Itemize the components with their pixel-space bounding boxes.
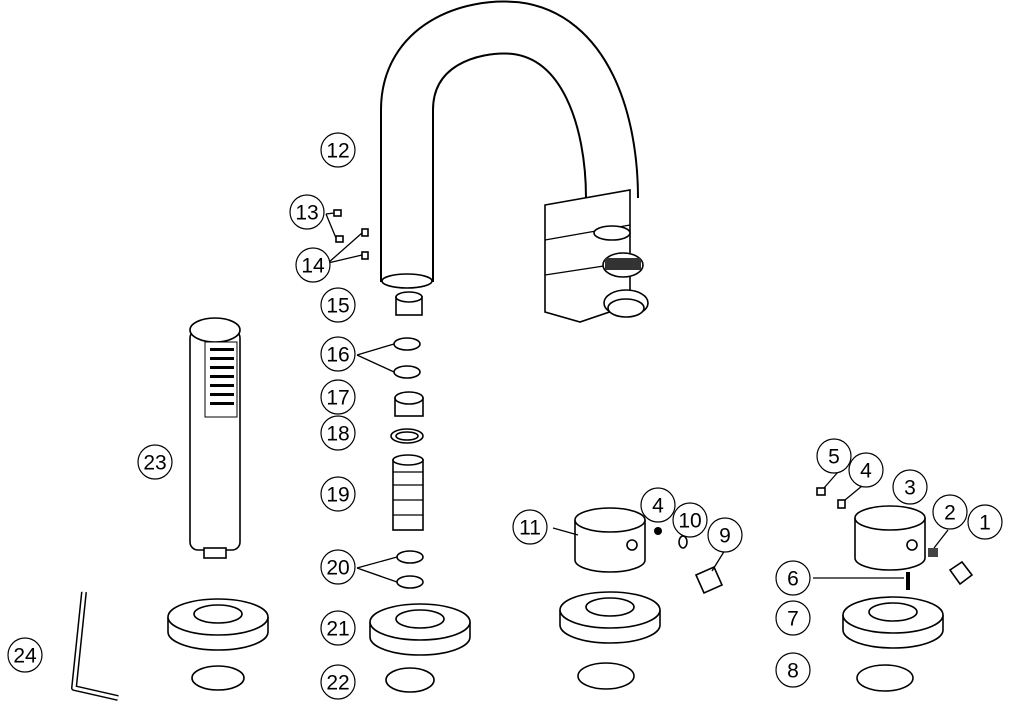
callout-24: 24 [7,637,43,673]
callout-circle [932,494,968,530]
callout-label: 15 [326,295,349,318]
callout-label: 24 [13,645,37,668]
callout-label: 13 [295,202,318,225]
callout-15: 15 [320,287,356,323]
callout-label: 17 [326,387,349,410]
base-flanges [167,591,944,693]
callout-1: 1 [967,504,1003,540]
callout-8: 8 [775,652,811,688]
callout-circle [320,549,356,585]
callout-circle [320,664,356,700]
callout-circle [672,502,708,538]
callout-20: 20 [320,549,356,585]
callout-label: 16 [326,344,349,367]
callout-22: 22 [320,664,356,700]
callout-label: 18 [326,423,349,446]
callout-2: 2 [932,494,968,530]
callout-label: 4 [652,495,664,518]
callout-7: 7 [775,600,811,636]
callout-14: 14 [295,247,331,283]
flange-cold [842,596,944,692]
callout-circle [320,610,356,646]
callout-circle [320,476,356,512]
callout-label: 5 [828,446,840,469]
callout-label: 22 [326,672,349,695]
callout-label: 14 [301,255,325,278]
callout-9: 9 [707,517,743,553]
callout-13: 13 [289,194,325,230]
callout-circle [775,560,811,596]
callout-10: 10 [672,502,708,538]
callout-label: 11 [519,517,541,540]
allen-key-part [71,591,119,701]
callout-label: 6 [787,568,799,591]
callout-19: 19 [320,476,356,512]
callout-23: 23 [137,444,173,480]
callout-circle [320,336,356,372]
screws-part [325,209,369,264]
callout-label: 7 [787,608,799,631]
callout-circle [775,600,811,636]
callout-label: 2 [944,502,956,525]
callout-circle [848,452,884,488]
callout-circle [289,194,325,230]
callout-label: 19 [326,484,349,507]
callout-4: 4 [640,487,676,523]
callout-circle [967,504,1003,540]
callout-circle [320,287,356,323]
callout-label: 12 [326,140,349,163]
callout-3: 3 [892,469,928,505]
callout-circle [512,509,548,545]
flange-center [369,603,471,693]
callout-circle [320,415,356,451]
callout-circle [816,438,852,474]
callout-circle [320,379,356,415]
callout-11: 11 [512,509,548,545]
callout-circle [775,652,811,688]
callout-21: 21 [320,610,356,646]
callout-label: 3 [904,477,916,500]
hand-shower-part [189,317,241,559]
callout-circle [137,444,173,480]
flange-hot [559,591,661,690]
callout-4: 4 [848,452,884,488]
flange-left [167,598,269,691]
callout-label: 8 [787,660,799,683]
callout-label: 20 [326,557,349,580]
center-stack-parts [356,291,424,589]
callout-label: 1 [979,512,991,535]
callout-circle [7,637,43,673]
callout-circle [320,132,356,168]
callout-12: 12 [320,132,356,168]
callout-17: 17 [320,379,356,415]
callout-label: 9 [719,525,731,548]
callout-label: 23 [143,452,166,475]
callout-circle [892,469,928,505]
callout-circle [640,487,676,523]
callout-circle [707,517,743,553]
handle-left [552,507,726,595]
callout-5: 5 [816,438,852,474]
callout-circle [295,247,331,283]
callout-6: 6 [775,560,811,596]
callout-label: 4 [860,460,872,483]
callout-18: 18 [320,415,356,451]
spout-part [380,0,649,323]
callout-16: 16 [320,336,356,372]
handle-right [813,471,974,590]
callout-label: 21 [326,618,349,641]
callout-label: 10 [678,510,701,533]
